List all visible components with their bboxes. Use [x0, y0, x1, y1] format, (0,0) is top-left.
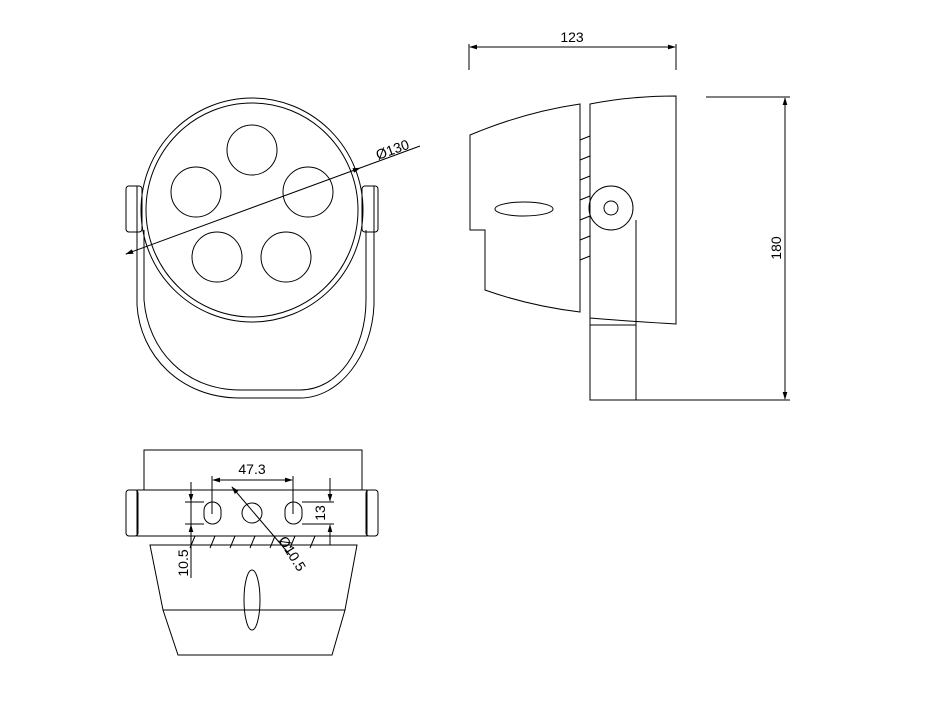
led-lens-right — [282, 166, 334, 218]
led-lens-bottom-right — [260, 231, 312, 283]
diameter-leader — [359, 145, 421, 169]
side-rear-housing — [469, 103, 581, 313]
bottom-top-block — [143, 449, 363, 490]
side-view: 123 180 — [468, 29, 790, 401]
front-head-inner — [145, 102, 359, 318]
height-label: 180 — [768, 236, 784, 260]
bottom-main-band — [136, 489, 368, 537]
front-left-tab — [125, 185, 143, 233]
side-front-bezel — [589, 95, 677, 325]
diameter-label: Ø130 — [374, 136, 412, 163]
spacing-label: 47.3 — [238, 461, 265, 477]
bottom-view: 47.3 Ø10.5 10.5 13 — [125, 449, 379, 656]
side-pivot-outer — [588, 185, 634, 231]
side-pivot-bolt — [603, 200, 619, 216]
side-arm — [589, 218, 637, 401]
front-right-tab — [361, 185, 379, 233]
diameter-dimension-line — [125, 167, 361, 255]
width-label: 123 — [560, 29, 584, 45]
hole-diameter-label: Ø10.5 — [275, 533, 309, 574]
bottom-heat-fins — [189, 535, 316, 549]
led-lens-left — [170, 166, 222, 218]
slot-offset-label: 10.5 — [175, 549, 191, 576]
front-yoke-bracket — [136, 186, 375, 399]
led-lens-bottom-left — [191, 231, 243, 283]
bottom-label-slot — [243, 569, 261, 631]
bottom-left-tab — [125, 489, 139, 537]
front-head-outer — [140, 97, 364, 323]
bottom-right-tab — [365, 489, 379, 537]
mount-hole-center — [241, 502, 263, 524]
side-label-slot — [494, 201, 554, 217]
side-heat-fins — [579, 135, 591, 261]
hole-diameter-leader — [231, 486, 291, 556]
led-lens-top — [226, 124, 278, 176]
front-yoke-inner — [143, 230, 367, 391]
slot-height-label: 13 — [312, 505, 328, 521]
front-view: Ø130 — [125, 97, 421, 399]
